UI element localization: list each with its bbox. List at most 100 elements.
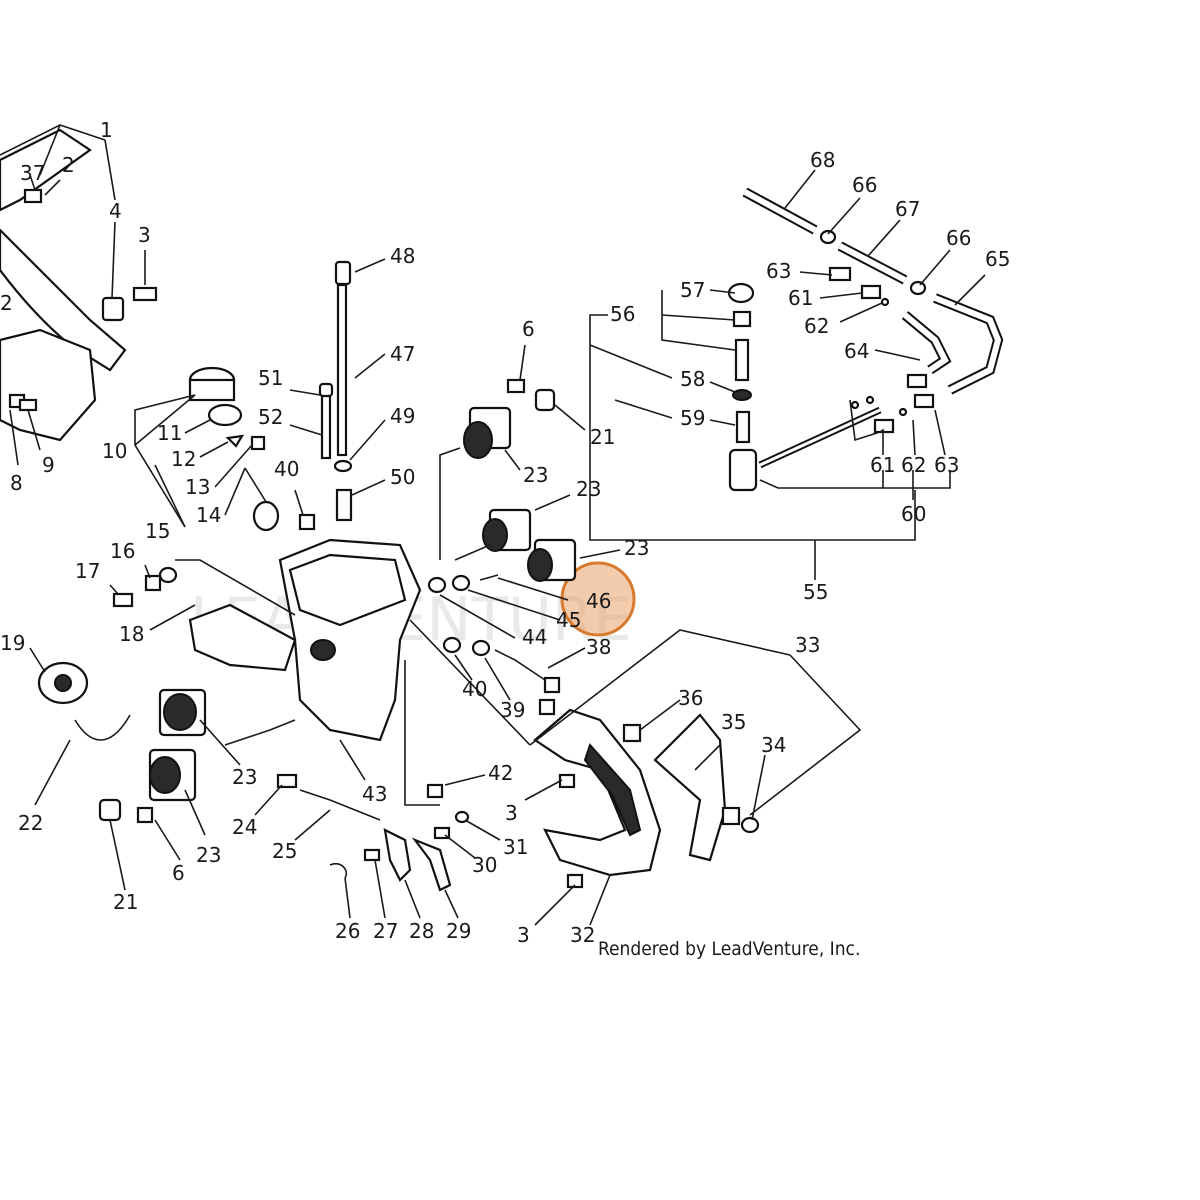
callout-33[interactable]: 33 <box>795 633 820 657</box>
part-45 <box>451 574 471 592</box>
callout-57[interactable]: 57 <box>680 278 705 302</box>
callout-62-upper[interactable]: 62 <box>804 314 829 338</box>
callout-34[interactable]: 34 <box>761 733 786 757</box>
part-40a <box>298 513 316 531</box>
callout-27[interactable]: 27 <box>373 919 398 943</box>
part-21a <box>534 388 556 412</box>
callout-12[interactable]: 12 <box>171 447 196 471</box>
callout-25[interactable]: 25 <box>272 839 297 863</box>
part-handle-33 <box>533 708 662 877</box>
callout-46[interactable]: 46 <box>586 589 611 613</box>
part-21b <box>98 798 122 822</box>
callout-3-bottom[interactable]: 3 <box>517 923 530 947</box>
callout-62-lower[interactable]: 62 <box>901 453 926 477</box>
callout-38[interactable]: 38 <box>586 635 611 659</box>
part-63b <box>913 393 935 409</box>
callout-47[interactable]: 47 <box>390 342 415 366</box>
callout-8[interactable]: 8 <box>10 471 23 495</box>
callout-66-a[interactable]: 66 <box>852 173 877 197</box>
callout-23-e[interactable]: 23 <box>196 843 221 867</box>
callout-39[interactable]: 39 <box>500 698 525 722</box>
callout-23-a[interactable]: 23 <box>523 463 548 487</box>
part-plate-18 <box>188 603 297 672</box>
callout-1[interactable]: 1 <box>100 118 113 142</box>
callout-52[interactable]: 52 <box>258 405 283 429</box>
highlight-marker[interactable] <box>560 561 636 637</box>
callout-63-lower[interactable]: 63 <box>934 453 959 477</box>
callout-11[interactable]: 11 <box>157 421 182 445</box>
callout-18[interactable]: 18 <box>119 622 144 646</box>
callout-32[interactable]: 32 <box>570 923 595 947</box>
part-14-float <box>252 500 280 532</box>
callout-40-upper[interactable]: 40 <box>274 457 299 481</box>
callout-21-upper[interactable]: 21 <box>590 425 615 449</box>
callout-42[interactable]: 42 <box>488 761 513 785</box>
callout-19[interactable]: 19 <box>0 631 25 655</box>
part-58 <box>732 389 752 401</box>
part-39b <box>538 698 556 716</box>
callout-56[interactable]: 56 <box>610 302 635 326</box>
callout-23-d[interactable]: 23 <box>232 765 257 789</box>
callout-14[interactable]: 14 <box>196 503 221 527</box>
callout-28[interactable]: 28 <box>409 919 434 943</box>
part-66a <box>819 229 837 245</box>
callout-21-lower[interactable]: 21 <box>113 890 138 914</box>
part-56 <box>732 310 752 328</box>
part-63a <box>828 266 852 282</box>
part-62a <box>880 297 890 307</box>
callout-35[interactable]: 35 <box>721 710 746 734</box>
callout-64[interactable]: 64 <box>844 339 869 363</box>
callout-15[interactable]: 15 <box>145 519 170 543</box>
callout-24[interactable]: 24 <box>232 815 257 839</box>
callout-61-lower[interactable]: 61 <box>870 453 895 477</box>
callout-55[interactable]: 55 <box>803 580 828 604</box>
part-61a <box>860 284 882 300</box>
callout-49[interactable]: 49 <box>390 404 415 428</box>
part-cap-10-body <box>188 378 236 402</box>
callout-36[interactable]: 36 <box>678 686 703 710</box>
callout-26[interactable]: 26 <box>335 919 360 943</box>
callout-16[interactable]: 16 <box>110 539 135 563</box>
callout-labels: 1 2 37 4 3 2 8 9 10 11 12 13 14 48 47 51… <box>0 118 1010 947</box>
callout-43[interactable]: 43 <box>362 782 387 806</box>
callout-31[interactable]: 31 <box>503 835 528 859</box>
callout-2-left[interactable]: 2 <box>0 291 13 315</box>
callout-66-b[interactable]: 66 <box>946 226 971 250</box>
part-36 <box>622 723 642 743</box>
part-rod-52 <box>320 388 332 460</box>
callout-40-lower[interactable]: 40 <box>462 677 487 701</box>
callout-29[interactable]: 29 <box>446 919 471 943</box>
callout-13[interactable]: 13 <box>185 475 210 499</box>
callout-3[interactable]: 3 <box>138 223 151 247</box>
callout-17[interactable]: 17 <box>75 559 100 583</box>
callout-51[interactable]: 51 <box>258 366 283 390</box>
part-22-wire <box>74 714 131 741</box>
callout-50[interactable]: 50 <box>390 465 415 489</box>
callout-68[interactable]: 68 <box>810 148 835 172</box>
callout-65[interactable]: 65 <box>985 247 1010 271</box>
callout-58[interactable]: 58 <box>680 367 705 391</box>
callout-63-upper[interactable]: 63 <box>766 259 791 283</box>
callout-61-upper[interactable]: 61 <box>788 286 813 310</box>
callout-23-c[interactable]: 23 <box>624 536 649 560</box>
callout-23-b[interactable]: 23 <box>576 477 601 501</box>
callout-44[interactable]: 44 <box>522 625 547 649</box>
callout-60[interactable]: 60 <box>901 502 926 526</box>
callout-6-lower[interactable]: 6 <box>172 861 185 885</box>
callout-2[interactable]: 2 <box>62 153 75 177</box>
callout-30[interactable]: 30 <box>472 853 497 877</box>
callout-67[interactable]: 67 <box>895 197 920 221</box>
callout-37[interactable]: 37 <box>20 161 45 185</box>
part-61b <box>873 418 895 434</box>
callout-22[interactable]: 22 <box>18 811 43 835</box>
callout-4[interactable]: 4 <box>109 199 122 223</box>
callout-10[interactable]: 10 <box>102 439 127 463</box>
callout-59[interactable]: 59 <box>680 406 705 430</box>
callout-48[interactable]: 48 <box>390 244 415 268</box>
callout-6-upper[interactable]: 6 <box>522 317 535 341</box>
callout-45[interactable]: 45 <box>556 608 581 632</box>
part-bolt-9 <box>18 398 38 412</box>
part-12 <box>225 434 245 448</box>
callout-9[interactable]: 9 <box>42 453 55 477</box>
callout-3-mid[interactable]: 3 <box>505 801 518 825</box>
